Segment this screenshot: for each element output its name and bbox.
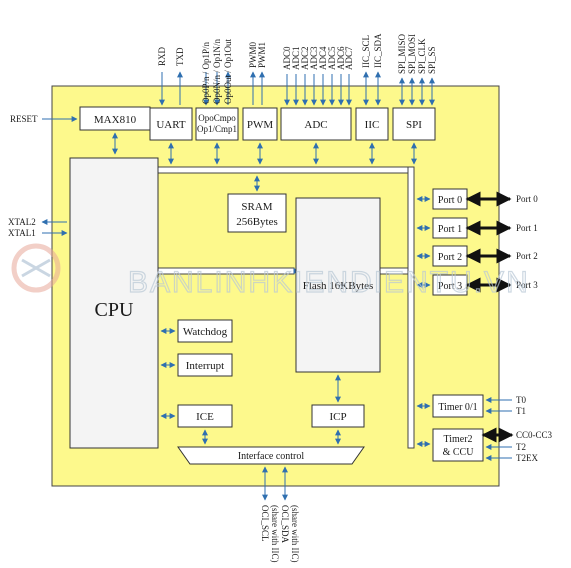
- watchdog-label: Watchdog: [183, 326, 228, 338]
- oci-scl-note: (share with IIC): [270, 505, 280, 562]
- op-in-n-label: Op0N/n / Op1N/n: [212, 39, 222, 104]
- spi-miso-pin-label: SPI_MISO: [397, 33, 407, 74]
- opamp-comparator-block: [195, 107, 239, 141]
- adc-block: [280, 107, 352, 141]
- timer01-label: Timer 0/1: [438, 402, 477, 413]
- port2-pin-label: Port 2: [516, 251, 538, 261]
- adc5-pin-label: ADC5: [327, 46, 337, 70]
- adc7-pin-label: ADC7: [344, 46, 354, 70]
- top-bus: [157, 166, 411, 174]
- cpu-label: CPU: [95, 299, 134, 321]
- oci-scl-pin-label: OCI_SCL: [260, 505, 270, 542]
- max810-label: MAX810: [94, 114, 137, 126]
- timer2-ccu-block: [432, 428, 484, 462]
- interface-control-block: [177, 446, 365, 465]
- iic-sda-pin-label: IIC_SDA: [373, 33, 383, 68]
- t2ex-pin-label: T2EX: [516, 453, 538, 463]
- watermark-text: BANLINHKIENDIENTU.VN: [128, 266, 530, 299]
- spi-mosi-pin-label: SPI_MOSI: [407, 34, 417, 74]
- spi-clk-pin-label: SPI_CLK: [417, 38, 427, 74]
- watermark-logo-icon: [11, 243, 61, 293]
- timer2-label-2: & CCU: [443, 447, 475, 458]
- t2-pin-label: T2: [516, 442, 526, 452]
- pwm0-pin-label: PWM0: [248, 41, 258, 68]
- opamp-label-2: Op1/Cmp1: [197, 124, 237, 134]
- port3-pin-label: Port 3: [516, 280, 538, 290]
- rxd-pin-label: RXD: [157, 46, 167, 66]
- flash-label: Flash 16KBytes: [303, 280, 374, 292]
- t0-pin-label: T0: [516, 395, 526, 405]
- pwm-label: PWM: [247, 119, 274, 131]
- adc6-pin-label: ADC6: [336, 46, 346, 70]
- sram-block: [227, 193, 287, 233]
- xtal2-pin-label: XTAL2: [8, 217, 36, 227]
- pwm-block: [242, 107, 278, 141]
- uart-label: UART: [156, 119, 186, 131]
- spi-label: SPI: [406, 119, 422, 131]
- adc-label: ADC: [304, 119, 327, 131]
- timer01-block: [432, 394, 484, 418]
- cc-pin-label: CC0-CC3: [516, 430, 553, 440]
- watchdog-block: [177, 319, 233, 343]
- port2-label: Port 2: [438, 252, 462, 263]
- iic-block: [355, 107, 389, 141]
- interface-control-label: Interface control: [238, 451, 305, 462]
- op-out-label: Op0Out / Op1Out: [223, 39, 233, 104]
- ice-label: ICE: [196, 411, 214, 423]
- adc1-pin-label: ADC1: [291, 46, 301, 70]
- ice-block: [177, 404, 233, 428]
- txd-pin-label: TXD: [175, 47, 185, 66]
- t1-pin-label: T1: [516, 406, 526, 416]
- icp-block: [311, 404, 365, 428]
- sram-label-1: SRAM: [241, 201, 272, 213]
- spi-ss-pin-label: SPI_SS: [427, 46, 437, 74]
- adc0-pin-label: ADC0: [282, 46, 292, 70]
- port1-pin-label: Port 1: [516, 223, 538, 233]
- port0-label: Port 0: [438, 195, 462, 206]
- xtal1-pin-label: XTAL1: [8, 228, 36, 238]
- opamp-label-1: OpoCmpo: [198, 113, 236, 123]
- spi-block: [392, 107, 436, 141]
- iic-scl-pin-label: IIC_SCL: [361, 35, 371, 68]
- oci-sda-note: (share with IIC): [290, 505, 300, 562]
- cpu-block: [69, 157, 159, 449]
- port1-label: Port 1: [438, 224, 462, 235]
- interrupt-label: Interrupt: [186, 360, 224, 372]
- interrupt-block: [177, 353, 233, 377]
- flash-block: [295, 197, 381, 373]
- pwm1-pin-label: PWM1: [257, 42, 267, 68]
- adc2-pin-label: ADC2: [300, 46, 310, 70]
- port0-pin-label: Port 0: [516, 194, 538, 204]
- iic-label: IIC: [365, 119, 380, 131]
- adc4-pin-label: ADC4: [318, 46, 328, 70]
- right-bus: [407, 166, 415, 449]
- uart-block: [149, 107, 193, 141]
- port3-label: Port 3: [438, 281, 462, 292]
- reset-pin-label: RESET: [10, 114, 38, 124]
- sram-label-2: 256Bytes: [236, 216, 278, 228]
- icp-label: ICP: [329, 411, 346, 423]
- timer2-label-1: Timer2: [443, 434, 472, 445]
- op-in-p-label: Op0P/n / Op1P/n: [201, 41, 211, 104]
- adc3-pin-label: ADC3: [309, 46, 319, 70]
- oci-sda-pin-label: OCI_SDA: [280, 505, 290, 544]
